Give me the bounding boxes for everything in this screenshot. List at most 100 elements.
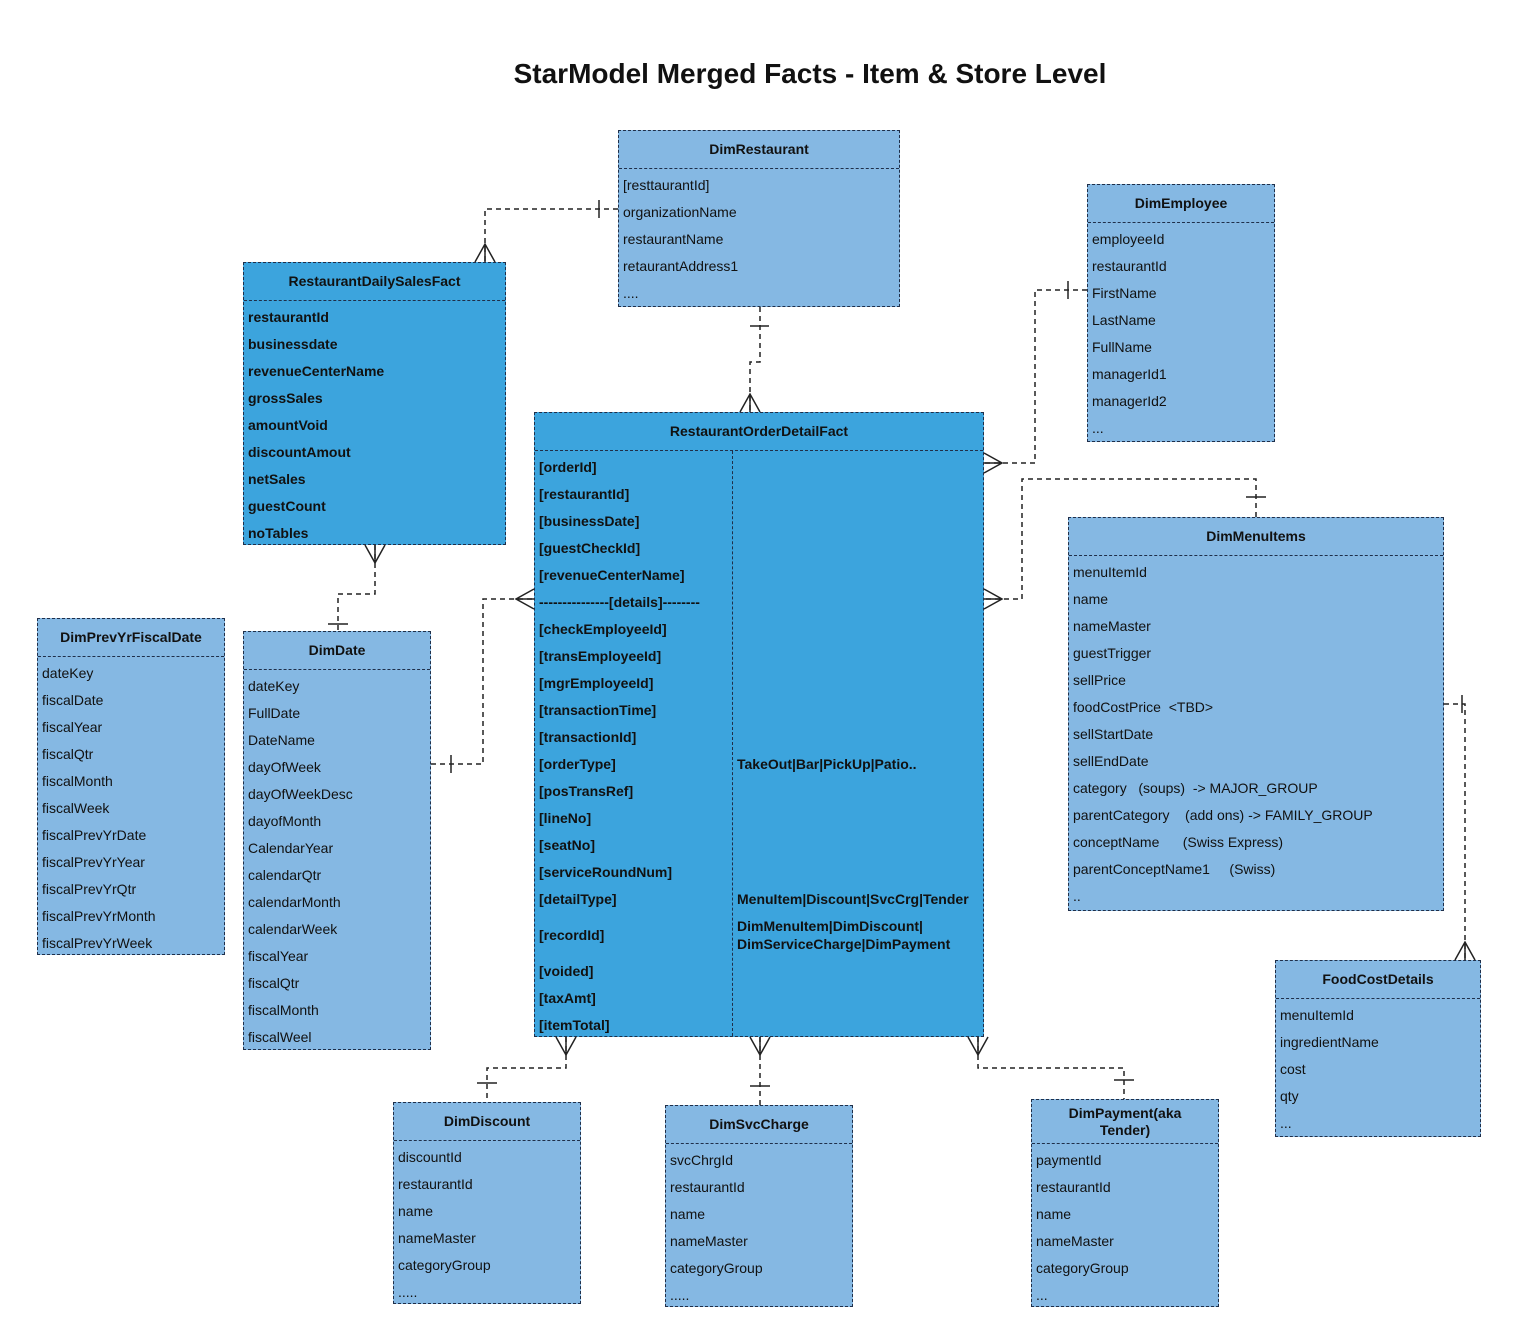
link-restaurant-orderdetail — [749, 307, 761, 412]
field: [revenueCenterName] — [539, 567, 685, 583]
field: nameMaster — [1073, 618, 1151, 634]
many-marker — [474, 242, 496, 263]
field: sellStartDate — [1073, 726, 1154, 742]
many-marker — [555, 1036, 577, 1057]
entity-title: DimEmployee — [1088, 185, 1274, 223]
field: dateKey — [248, 678, 300, 694]
field: [orderId] — [539, 459, 597, 475]
field: name — [398, 1203, 434, 1219]
field: categoryGroup — [1036, 1260, 1129, 1276]
field: dateKey — [42, 665, 94, 681]
field: [orderType] — [539, 756, 616, 772]
field: [recordId] — [539, 927, 605, 943]
field: businessdate — [248, 336, 338, 352]
link-menuitems-foodcost — [1444, 703, 1466, 960]
field: nameMaster — [670, 1233, 748, 1249]
many-marker — [983, 588, 1004, 610]
entity-dim-discount[interactable]: DimDiscount discountId restaurantId name… — [393, 1102, 581, 1304]
field: employeeId — [1092, 231, 1165, 247]
field: [detailType] — [539, 891, 617, 907]
field: cost — [1280, 1061, 1306, 1077]
field: foodCostPrice <TBD> — [1073, 699, 1214, 715]
spacer — [733, 454, 983, 481]
many-marker — [967, 1036, 989, 1057]
spacer — [733, 778, 983, 805]
entity-title: DimPayment(aka Tender) — [1032, 1100, 1218, 1144]
field: noTables — [248, 525, 309, 541]
field: LastName — [1092, 312, 1156, 328]
field: fiscalMonth — [42, 773, 113, 789]
field: FullName — [1092, 339, 1152, 355]
many-marker — [739, 392, 761, 413]
field: fiscalPrevYrQtr — [42, 881, 137, 897]
field: calendarQtr — [248, 867, 322, 883]
field: restaurantId — [670, 1179, 745, 1195]
field: ..... — [398, 1284, 418, 1300]
field: fiscalMonth — [248, 1002, 319, 1018]
link-orderdetail-discount — [486, 1037, 567, 1102]
field: fiscalDate — [42, 692, 104, 708]
link-restaurant-dailysales — [484, 208, 618, 262]
field: managerId1 — [1092, 366, 1167, 382]
field: ... — [1036, 1287, 1048, 1303]
order-type-note: TakeOut|Bar|PickUp|Patio.. — [737, 756, 917, 772]
field: name — [1073, 591, 1109, 607]
field: svcChrgId — [670, 1152, 734, 1168]
field: category (soups) -> MAJOR_GROUP — [1073, 780, 1318, 796]
spacer — [733, 670, 983, 697]
spacer — [733, 535, 983, 562]
field: menuItemId — [1073, 564, 1147, 580]
entity-dim-svc-charge[interactable]: DimSvcCharge svcChrgId restaurantId name… — [665, 1105, 853, 1307]
notes-column: TakeOut|Bar|PickUp|Patio.. MenuItem|Disc… — [733, 451, 983, 1036]
entity-dim-employee[interactable]: DimEmployee employeeId restaurantId Firs… — [1087, 184, 1275, 442]
entity-title: RestaurantDailySalesFact — [244, 263, 505, 301]
field: [serviceRoundNum] — [539, 864, 673, 880]
entity-title: FoodCostDetails — [1276, 961, 1480, 999]
many-marker — [514, 588, 535, 610]
field: restaurantId — [398, 1176, 473, 1192]
field: retaurantAddress1 — [623, 258, 739, 274]
spacer — [733, 481, 983, 508]
field: managerId2 — [1092, 393, 1167, 409]
field: restaurantId — [1092, 258, 1167, 274]
many-marker — [983, 452, 1004, 474]
entity-dim-payment[interactable]: DimPayment(aka Tender) paymentId restaur… — [1031, 1099, 1219, 1307]
spacer — [733, 508, 983, 535]
entity-dim-prev-yr-fiscal-date[interactable]: DimPrevYrFiscalDate dateKey fiscalDate f… — [37, 618, 225, 955]
field: fiscalPrevYrMonth — [42, 908, 156, 924]
link-menuitems-orderdetail — [984, 478, 1257, 600]
field: [taxAmt] — [539, 990, 596, 1006]
field: restaurantId — [248, 309, 329, 325]
diagram-title: StarModel Merged Facts - Item & Store Le… — [513, 58, 1107, 89]
spacer — [733, 697, 983, 724]
field: ... — [1280, 1115, 1292, 1131]
field: paymentId — [1036, 1152, 1102, 1168]
field: name — [670, 1206, 706, 1222]
spacer — [733, 616, 983, 643]
field: DateName — [248, 732, 315, 748]
entity-restaurant-order-detail-fact[interactable]: RestaurantOrderDetailFact [orderId] [res… — [534, 412, 984, 1037]
entity-title: DimPrevYrFiscalDate — [38, 619, 224, 657]
entity-food-cost-details[interactable]: FoodCostDetails menuItemId ingredientNam… — [1275, 960, 1481, 1137]
field: fiscalQtr — [42, 746, 94, 762]
entity-dim-menu-items[interactable]: DimMenuItems menuItemId name nameMaster … — [1068, 517, 1444, 911]
details-separator: ---------------[details]-------- — [539, 594, 700, 610]
field: amountVoid — [248, 417, 328, 433]
field: sellEndDate — [1073, 753, 1149, 769]
field: nameMaster — [1036, 1233, 1114, 1249]
field: [itemTotal] — [539, 1017, 610, 1033]
field: organizationName — [623, 204, 737, 220]
field: [posTransRef] — [539, 783, 634, 799]
field: [guestCheckId] — [539, 540, 641, 556]
record-id-note-line2: DimServiceCharge|DimPayment — [737, 936, 951, 952]
spacer — [733, 589, 983, 616]
field: [restaurantId] — [539, 486, 630, 502]
link-employee-orderdetail — [984, 289, 1087, 464]
entity-dim-date[interactable]: DimDate dateKey FullDate DateName dayOfW… — [243, 631, 431, 1050]
entity-dim-restaurant[interactable]: DimRestaurant [resttaurantId] organizati… — [618, 130, 900, 307]
spacer — [733, 643, 983, 670]
entity-restaurant-daily-sales-fact[interactable]: RestaurantDailySalesFact restaurantId bu… — [243, 262, 506, 545]
field: parentCategory (add ons) -> FAMILY_GROUP — [1073, 807, 1373, 823]
spacer — [733, 562, 983, 589]
field: [resttaurantId] — [623, 177, 710, 193]
